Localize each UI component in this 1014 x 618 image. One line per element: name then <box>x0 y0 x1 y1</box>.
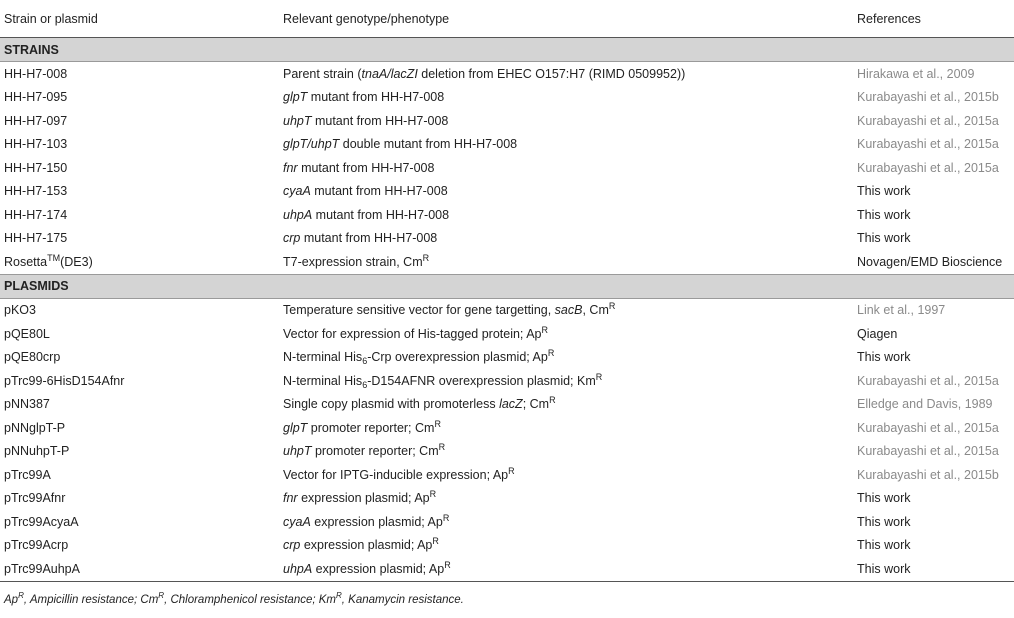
reference-link[interactable]: Kurabayashi et al., 2015a <box>857 420 999 435</box>
reference: Qiagen <box>857 326 898 341</box>
strain-name: HH-H7-097 <box>4 113 68 128</box>
table-row: pTrc99AuhpA uhpA expression plasmid; ApR… <box>0 557 1014 582</box>
section-strains: STRAINS <box>0 37 1014 62</box>
genotype: glpT mutant from HH-H7-008 <box>283 90 445 105</box>
reference: Novagen/EMD Bioscience <box>857 254 1003 269</box>
genotype: uhpT promoter reporter; CmR <box>283 442 446 459</box>
strain-name: HH-H7-175 <box>4 231 68 246</box>
reference-link[interactable]: Kurabayashi et al., 2015a <box>857 137 999 152</box>
table-footnote: ApR, Ampicillin resistance; CmR, Chloram… <box>4 590 464 606</box>
table-row: pTrc99-6HisD154Afnr N-terminal His6-D154… <box>0 369 1014 393</box>
section-plasmids: PLASMIDS <box>0 273 1014 299</box>
reference: This work <box>857 350 911 365</box>
plasmid-name: pTrc99Afnr <box>4 491 66 506</box>
section-label: STRAINS <box>0 37 1014 62</box>
reference-link[interactable]: Kurabayashi et al., 2015a <box>857 113 999 128</box>
plasmid-name: pTrc99-6HisD154Afnr <box>4 373 125 388</box>
header-references: References <box>853 0 1014 38</box>
header-row: Strain or plasmid Relevant genotype/phen… <box>0 0 1014 38</box>
strain-name: HH-H7-103 <box>4 137 68 152</box>
table-row: pKO3 Temperature sensitive vector for ge… <box>0 298 1014 322</box>
reference: This work <box>857 231 911 246</box>
section-label: PLASMIDS <box>0 273 1014 299</box>
genotype: cyaA mutant from HH-H7-008 <box>283 184 448 199</box>
plasmid-name: pTrc99AcyaA <box>4 514 79 529</box>
strain-name: HH-H7-174 <box>4 207 68 222</box>
genotype: N-terminal His6-Crp overexpression plasm… <box>283 348 555 367</box>
table-row: HH-H7-008 Parent strain (tnaA/lacZI dele… <box>0 62 1014 86</box>
table-row: pTrc99A Vector for IPTG-inducible expres… <box>0 463 1014 487</box>
strain-name: RosettaTM(DE3) <box>4 252 93 269</box>
reference-link[interactable]: Link et al., 1997 <box>857 303 946 318</box>
plasmid-name: pTrc99Acrp <box>4 538 69 553</box>
genotype: crp expression plasmid; ApR <box>283 536 439 553</box>
genotype: fnr expression plasmid; ApR <box>283 489 437 506</box>
plasmid-name: pNNglpT-P <box>4 420 66 435</box>
strain-name: HH-H7-150 <box>4 160 68 175</box>
table-row: HH-H7-095 glpT mutant from HH-H7-008 Kur… <box>0 86 1014 110</box>
table-row: HH-H7-150 fnr mutant from HH-H7-008 Kura… <box>0 156 1014 180</box>
table-row: pNNuhpT-P uhpT promoter reporter; CmR Ku… <box>0 440 1014 464</box>
reference-link[interactable]: Kurabayashi et al., 2015a <box>857 160 999 175</box>
strain-name: HH-H7-153 <box>4 184 68 199</box>
strain-name: HH-H7-008 <box>4 66 68 81</box>
reference-link[interactable]: Kurabayashi et al., 2015a <box>857 373 999 388</box>
plasmid-name: pNN387 <box>4 397 50 412</box>
table-row: pNN387 Single copy plasmid with promoter… <box>0 393 1014 417</box>
genotype: T7-expression strain, CmR <box>283 252 430 269</box>
genotype: glpT/uhpT double mutant from HH-H7-008 <box>283 137 518 152</box>
plasmid-name: pTrc99AuhpA <box>0 557 279 582</box>
table-row: pTrc99Acrp crp expression plasmid; ApR T… <box>0 534 1014 558</box>
plasmid-name: pKO3 <box>4 303 36 318</box>
table-row: pTrc99AcyaA cyaA expression plasmid; ApR… <box>0 510 1014 534</box>
reference-link[interactable]: Kurabayashi et al., 2015a <box>857 444 999 459</box>
table-row: HH-H7-103 glpT/uhpT double mutant from H… <box>0 133 1014 157</box>
genotype: uhpT mutant from HH-H7-008 <box>283 113 449 128</box>
genotype: Vector for IPTG-inducible expression; Ap… <box>283 465 515 482</box>
plasmid-name: pQE80crp <box>4 350 61 365</box>
reference: This work <box>857 514 911 529</box>
table-row: HH-H7-097 uhpT mutant from HH-H7-008 Kur… <box>0 109 1014 133</box>
genotype: fnr mutant from HH-H7-008 <box>283 160 435 175</box>
table-row: pQE80crp N-terminal His6-Crp overexpress… <box>0 346 1014 370</box>
table-row: RosettaTM(DE3) T7-expression strain, CmR… <box>0 250 1014 274</box>
table-row: pTrc99Afnr fnr expression plasmid; ApR T… <box>0 487 1014 511</box>
genotype: uhpA mutant from HH-H7-008 <box>283 207 450 222</box>
reference: This work <box>857 538 911 553</box>
genotype: N-terminal His6-D154AFNR overexpression … <box>283 371 603 390</box>
reference: This work <box>857 184 911 199</box>
genotype: glpT promoter reporter; CmR <box>283 418 441 435</box>
plasmid-name: pTrc99A <box>4 467 51 482</box>
reference-link[interactable]: Hirakawa et al., 2009 <box>857 66 975 81</box>
genotype: uhpA expression plasmid; ApR <box>279 557 853 582</box>
genotype: Temperature sensitive vector for gene ta… <box>283 301 616 318</box>
reference-link[interactable]: Elledge and Davis, 1989 <box>857 397 993 412</box>
table-row: pNNglpT-P glpT promoter reporter; CmR Ku… <box>0 416 1014 440</box>
table-row: HH-H7-153 cyaA mutant from HH-H7-008 Thi… <box>0 180 1014 204</box>
genotype: Parent strain (tnaA/lacZI deletion from … <box>283 66 686 81</box>
header-genotype: Relevant genotype/phenotype <box>279 0 853 38</box>
reference-link[interactable]: Kurabayashi et al., 2015b <box>857 467 999 482</box>
reference: This work <box>857 491 911 506</box>
plasmid-name: pNNuhpT-P <box>4 444 70 459</box>
table-row: HH-H7-174 uhpA mutant from HH-H7-008 Thi… <box>0 203 1014 227</box>
reference: This work <box>857 207 911 222</box>
table-row: HH-H7-175 crp mutant from HH-H7-008 This… <box>0 227 1014 251</box>
header-strain: Strain or plasmid <box>0 0 279 38</box>
genotype: Vector for expression of His-tagged prot… <box>283 324 548 341</box>
table-row: pQE80L Vector for expression of His-tagg… <box>0 322 1014 346</box>
genotype: cyaA expression plasmid; ApR <box>283 512 450 529</box>
reference-link[interactable]: Kurabayashi et al., 2015b <box>857 90 999 105</box>
plasmid-name: pQE80L <box>4 326 50 341</box>
genotype: Single copy plasmid with promoterless la… <box>283 395 556 412</box>
strains-plasmids-table: Strain or plasmid Relevant genotype/phen… <box>0 0 1014 582</box>
strain-name: HH-H7-095 <box>4 90 68 105</box>
reference: This work <box>853 557 1014 582</box>
genotype: crp mutant from HH-H7-008 <box>283 231 438 246</box>
